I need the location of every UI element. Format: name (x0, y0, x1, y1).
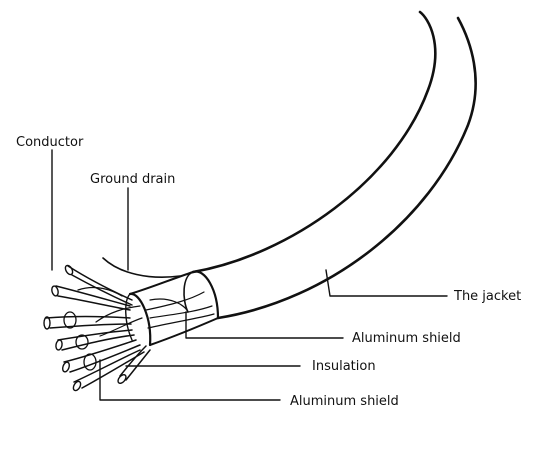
inner-strands (146, 292, 214, 328)
cable-jacket (184, 12, 476, 318)
leader-aluminum-shield-outer (186, 312, 343, 338)
label-jacket: The jacket (453, 289, 521, 304)
leader-jacket (326, 270, 447, 296)
label-aluminum-shield-outer: Aluminum shield (352, 331, 461, 346)
label-ground-drain: Ground drain (90, 172, 175, 187)
conductor-bundle (44, 264, 150, 392)
label-insulation: Insulation (312, 359, 376, 374)
label-aluminum-shield-inner: Aluminum shield (290, 394, 399, 409)
label-conductor: Conductor (16, 135, 84, 150)
ground-drain-wire (103, 258, 180, 277)
leader-lines (52, 150, 447, 400)
